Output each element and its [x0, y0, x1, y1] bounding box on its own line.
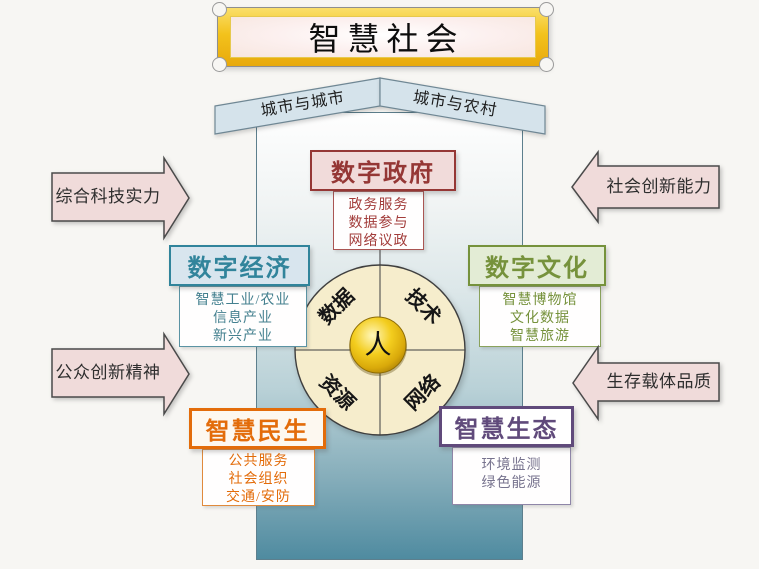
core-wheel — [294, 248, 466, 436]
category-item: 信息产业 — [213, 311, 273, 326]
category-item: 交通/安防 — [226, 490, 291, 505]
arrow-right-icon — [51, 155, 190, 241]
category-item: 数据参与 — [348, 216, 409, 231]
arrow-left-icon — [572, 344, 720, 422]
category-item: 智慧工业/农业 — [195, 293, 291, 308]
arrow-left-icon — [571, 149, 720, 225]
person-core-label: 人 — [364, 330, 392, 360]
category-item: 智慧旅游 — [510, 329, 570, 344]
smart-ecology-items: 环境监测 绿色能源 — [452, 447, 571, 505]
category-item: 绿色能源 — [481, 476, 542, 491]
banner-notch-icon — [539, 2, 554, 17]
category-item: 环境监测 — [481, 458, 542, 473]
page-title: 智慧社会 — [308, 21, 465, 57]
smart-livelihood-title: 智慧民生 — [189, 408, 326, 449]
smart-ecology-title: 智慧生态 — [439, 406, 574, 447]
digital-economy-title: 数字经济 — [169, 245, 310, 286]
banner-notch-icon — [212, 2, 227, 17]
title-banner-panel: 智慧社会 — [230, 16, 536, 58]
category-item: 网络议政 — [348, 234, 409, 249]
core-person-button — [349, 316, 407, 374]
arrow-label-public-innovation: 公众创新精神 — [55, 363, 161, 382]
title-banner: 智慧社会 — [212, 2, 554, 72]
category-item: 文化数据 — [510, 311, 570, 326]
category-item: 新兴产业 — [213, 329, 273, 344]
arrow-label-comprehensive-tech: 综合科技实力 — [55, 187, 161, 206]
roof-chevron — [214, 77, 546, 135]
category-item: 政务服务 — [348, 198, 409, 213]
arrow-label-living-quality: 生存载体品质 — [606, 372, 712, 391]
banner-notch-icon — [212, 57, 227, 72]
digital-government-items: 政务服务 数据参与 网络议政 — [333, 191, 424, 250]
digital-culture-title: 数字文化 — [468, 245, 606, 286]
digital-government-title: 数字政府 — [310, 150, 456, 191]
category-item: 公共服务 — [228, 454, 289, 469]
digital-culture-items: 智慧博物馆 文化数据 智慧旅游 — [479, 286, 601, 347]
arrow-right-icon — [51, 331, 190, 417]
digital-economy-items: 智慧工业/农业 信息产业 新兴产业 — [179, 286, 307, 347]
banner-notch-icon — [539, 57, 554, 72]
arrow-label-social-innovation: 社会创新能力 — [606, 177, 712, 196]
chevron-right-band — [379, 77, 546, 135]
category-item: 智慧博物馆 — [502, 293, 578, 308]
smart-livelihood-items: 公共服务 社会组织 交通/安防 — [202, 449, 315, 506]
category-item: 社会组织 — [228, 472, 289, 487]
